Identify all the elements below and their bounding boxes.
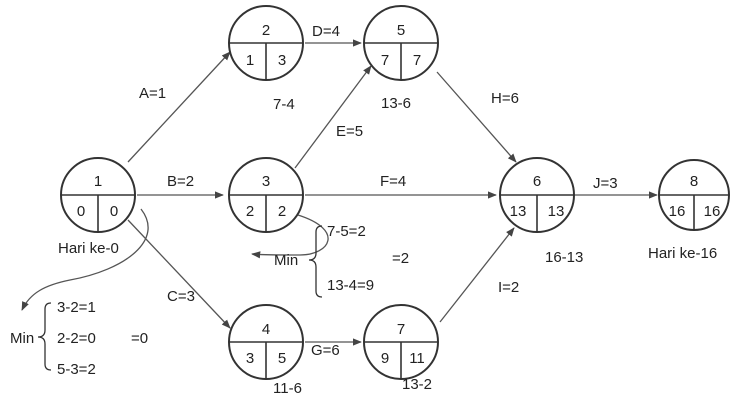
node-5-id: 5 xyxy=(397,22,405,39)
node-7-id: 7 xyxy=(397,321,405,338)
node-5-es: 7 xyxy=(381,52,389,69)
edge-i xyxy=(439,227,515,323)
node-2: 2 1 3 xyxy=(228,5,304,81)
min-node-1-line-1: 3-2=1 xyxy=(57,299,96,316)
edge-label-h: H=6 xyxy=(491,90,519,107)
node-8: 8 16 16 xyxy=(658,159,730,231)
edge-label-d: D=4 xyxy=(312,23,340,40)
min-node-1-line-2: 2-2=0 xyxy=(57,330,96,347)
min-node-1-label: Min xyxy=(10,330,34,347)
node-3: 3 2 2 xyxy=(228,157,304,233)
node-7-es: 9 xyxy=(381,350,389,367)
edge-label-g: G=6 xyxy=(311,342,340,359)
node-6-calc: 16-13 xyxy=(545,249,583,266)
node-8-id: 8 xyxy=(690,173,698,190)
edge-label-j: J=3 xyxy=(593,175,618,192)
node-7-lf: 11 xyxy=(409,350,425,367)
edge-c xyxy=(127,219,231,329)
node-1-es: 0 xyxy=(77,203,85,220)
node-4-es: 3 xyxy=(246,350,254,367)
node-2-lf: 3 xyxy=(278,52,286,69)
node-annotations: Hari ke-0 Hari ke-16 7-4 13-6 11-6 13-2 … xyxy=(58,95,717,397)
node-4: 4 3 5 xyxy=(228,304,304,380)
node-2-id: 2 xyxy=(262,22,270,39)
edge-label-a: A=1 xyxy=(139,85,166,102)
node-2-calc: 7-4 xyxy=(273,96,295,113)
min-node-1-brace xyxy=(37,302,52,371)
node-5: 5 7 7 xyxy=(363,5,439,81)
edges xyxy=(127,39,658,346)
min-node-3-curve xyxy=(251,214,329,259)
node-2-es: 1 xyxy=(246,52,254,69)
edge-label-c: C=3 xyxy=(167,288,195,305)
edge-e xyxy=(294,65,372,169)
edge-labels: A=1 B=2 C=3 D=4 E=5 F=4 G=6 H=6 I=2 J=3 xyxy=(139,23,618,359)
min-calc-node-1: Min 3-2=1 2-2=0 5-3=2 =0 xyxy=(10,208,149,378)
edge-label-i: I=2 xyxy=(498,279,519,296)
node-1-id: 1 xyxy=(94,173,102,190)
edge-a xyxy=(127,51,231,163)
edge-label-e: E=5 xyxy=(336,123,363,140)
node-4-lf: 5 xyxy=(278,350,286,367)
node-6-lf: 13 xyxy=(548,203,565,220)
node-6: 6 13 13 xyxy=(499,157,575,233)
node-5-calc: 13-6 xyxy=(381,95,411,112)
min-node-1-result: =0 xyxy=(131,330,148,347)
end-day-label: Hari ke-16 xyxy=(648,245,717,262)
edge-h xyxy=(436,71,517,163)
edge-label-b: B=2 xyxy=(167,173,194,190)
min-node-3-brace xyxy=(308,225,323,298)
node-1: 1 0 0 xyxy=(60,157,136,233)
start-day-label: Hari ke-0 xyxy=(58,240,119,257)
min-node-1-curve xyxy=(21,208,149,311)
node-3-es: 2 xyxy=(246,203,254,220)
node-4-id: 4 xyxy=(262,321,270,338)
min-node-3-line-1: 7-5=2 xyxy=(327,223,366,240)
node-3-id: 3 xyxy=(262,173,270,190)
node-6-es: 13 xyxy=(510,203,527,220)
node-5-lf: 7 xyxy=(413,52,421,69)
node-3-lf: 2 xyxy=(278,203,286,220)
edge-label-f: F=4 xyxy=(380,173,406,190)
node-6-id: 6 xyxy=(533,173,541,190)
min-node-3-result: =2 xyxy=(392,250,409,267)
node-8-es: 16 xyxy=(669,203,686,220)
min-node-3-label: Min xyxy=(274,252,298,269)
node-4-calc: 11-6 xyxy=(273,380,302,395)
node-7-calc: 13-2 xyxy=(402,376,432,393)
min-node-1-line-3: 5-3=2 xyxy=(57,361,96,378)
min-calc-node-3: Min 7-5=2 13-4=9 =2 xyxy=(251,214,409,298)
node-7: 7 9 11 xyxy=(363,304,439,380)
node-1-lf: 0 xyxy=(110,203,118,220)
min-node-3-line-2: 13-4=9 xyxy=(327,277,374,294)
node-8-lf: 16 xyxy=(704,203,721,220)
